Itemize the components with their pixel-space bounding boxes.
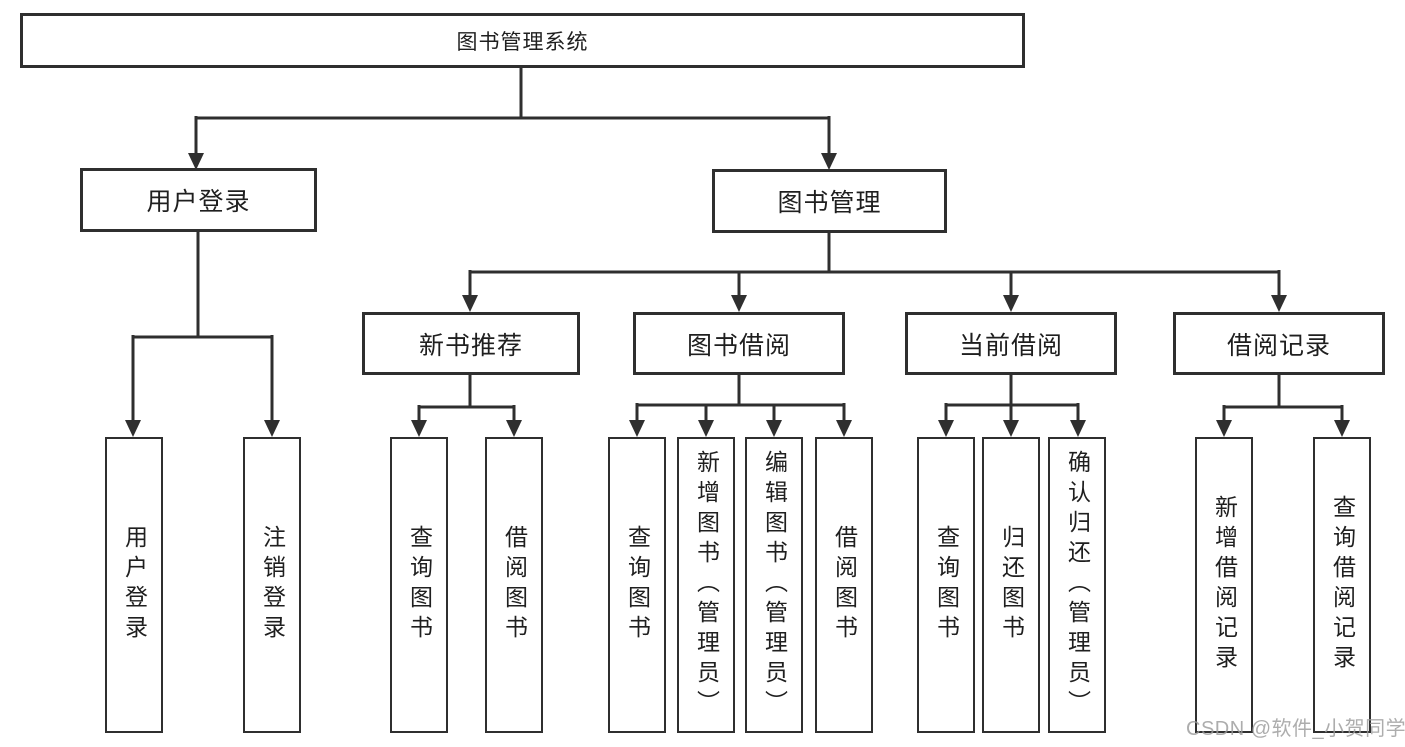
node-current-borrowing: 当前借阅: [905, 312, 1117, 375]
node-root-system-label: 图书管理系统: [456, 30, 589, 54]
node-new-book-recommend-label: 新书推荐: [418, 331, 523, 360]
leaf-borrowing-borrow-books: 借阅图书: [815, 437, 873, 733]
leaf-current-confirm-return: 确认归还（管理员）: [1048, 437, 1106, 733]
leaf-borrowing-add-books: 新增图书（管理员）: [677, 437, 735, 733]
leaf-current-return-books: 归还图书: [982, 437, 1040, 733]
leaf-borrowing-query-books-label: 查询图书: [624, 525, 651, 645]
node-borrowing-records: 借阅记录: [1173, 312, 1385, 375]
leaf-recommend-query-books: 查询图书: [390, 437, 448, 733]
leaf-current-confirm-return-label: 确认归还（管理员）: [1064, 450, 1091, 720]
node-book-borrowing-label: 图书借阅: [686, 331, 791, 360]
leaf-recommend-borrow-books: 借阅图书: [485, 437, 543, 733]
node-user-login-label: 用户登录: [146, 188, 251, 216]
leaf-logout-label: 注销登录: [259, 525, 286, 645]
node-book-management: 图书管理: [712, 169, 947, 233]
leaf-current-query-books-label: 查询图书: [933, 525, 960, 645]
node-book-management-label: 图书管理: [777, 189, 882, 217]
leaf-borrowing-edit-books-label: 编辑图书（管理员）: [761, 450, 788, 720]
node-book-borrowing: 图书借阅: [633, 312, 845, 375]
leaf-records-add-record: 新增借阅记录: [1195, 437, 1253, 733]
leaf-recommend-query-books-label: 查询图书: [406, 525, 433, 645]
node-user-login: 用户登录: [80, 168, 317, 232]
node-borrowing-records-label: 借阅记录: [1226, 331, 1331, 360]
csdn-watermark: CSDN @软件_小贺同学: [1186, 718, 1405, 740]
node-root-system: 图书管理系统: [20, 13, 1025, 68]
leaf-current-return-books-label: 归还图书: [998, 525, 1025, 645]
leaf-borrowing-edit-books: 编辑图书（管理员）: [745, 437, 803, 733]
leaf-current-query-books: 查询图书: [917, 437, 975, 733]
leaf-logout: 注销登录: [243, 437, 301, 733]
leaf-records-query-record: 查询借阅记录: [1313, 437, 1371, 733]
leaf-records-add-record-label: 新增借阅记录: [1211, 495, 1238, 675]
leaf-records-query-record-label: 查询借阅记录: [1329, 495, 1356, 675]
leaf-borrowing-add-books-label: 新增图书（管理员）: [693, 450, 720, 720]
node-new-book-recommend: 新书推荐: [362, 312, 580, 375]
leaf-user-login: 用户登录: [105, 437, 163, 733]
leaf-borrowing-borrow-books-label: 借阅图书: [831, 525, 858, 645]
leaf-user-login-label: 用户登录: [121, 525, 148, 645]
leaf-recommend-borrow-books-label: 借阅图书: [501, 525, 528, 645]
node-current-borrowing-label: 当前借阅: [958, 331, 1063, 360]
leaf-borrowing-query-books: 查询图书: [608, 437, 666, 733]
